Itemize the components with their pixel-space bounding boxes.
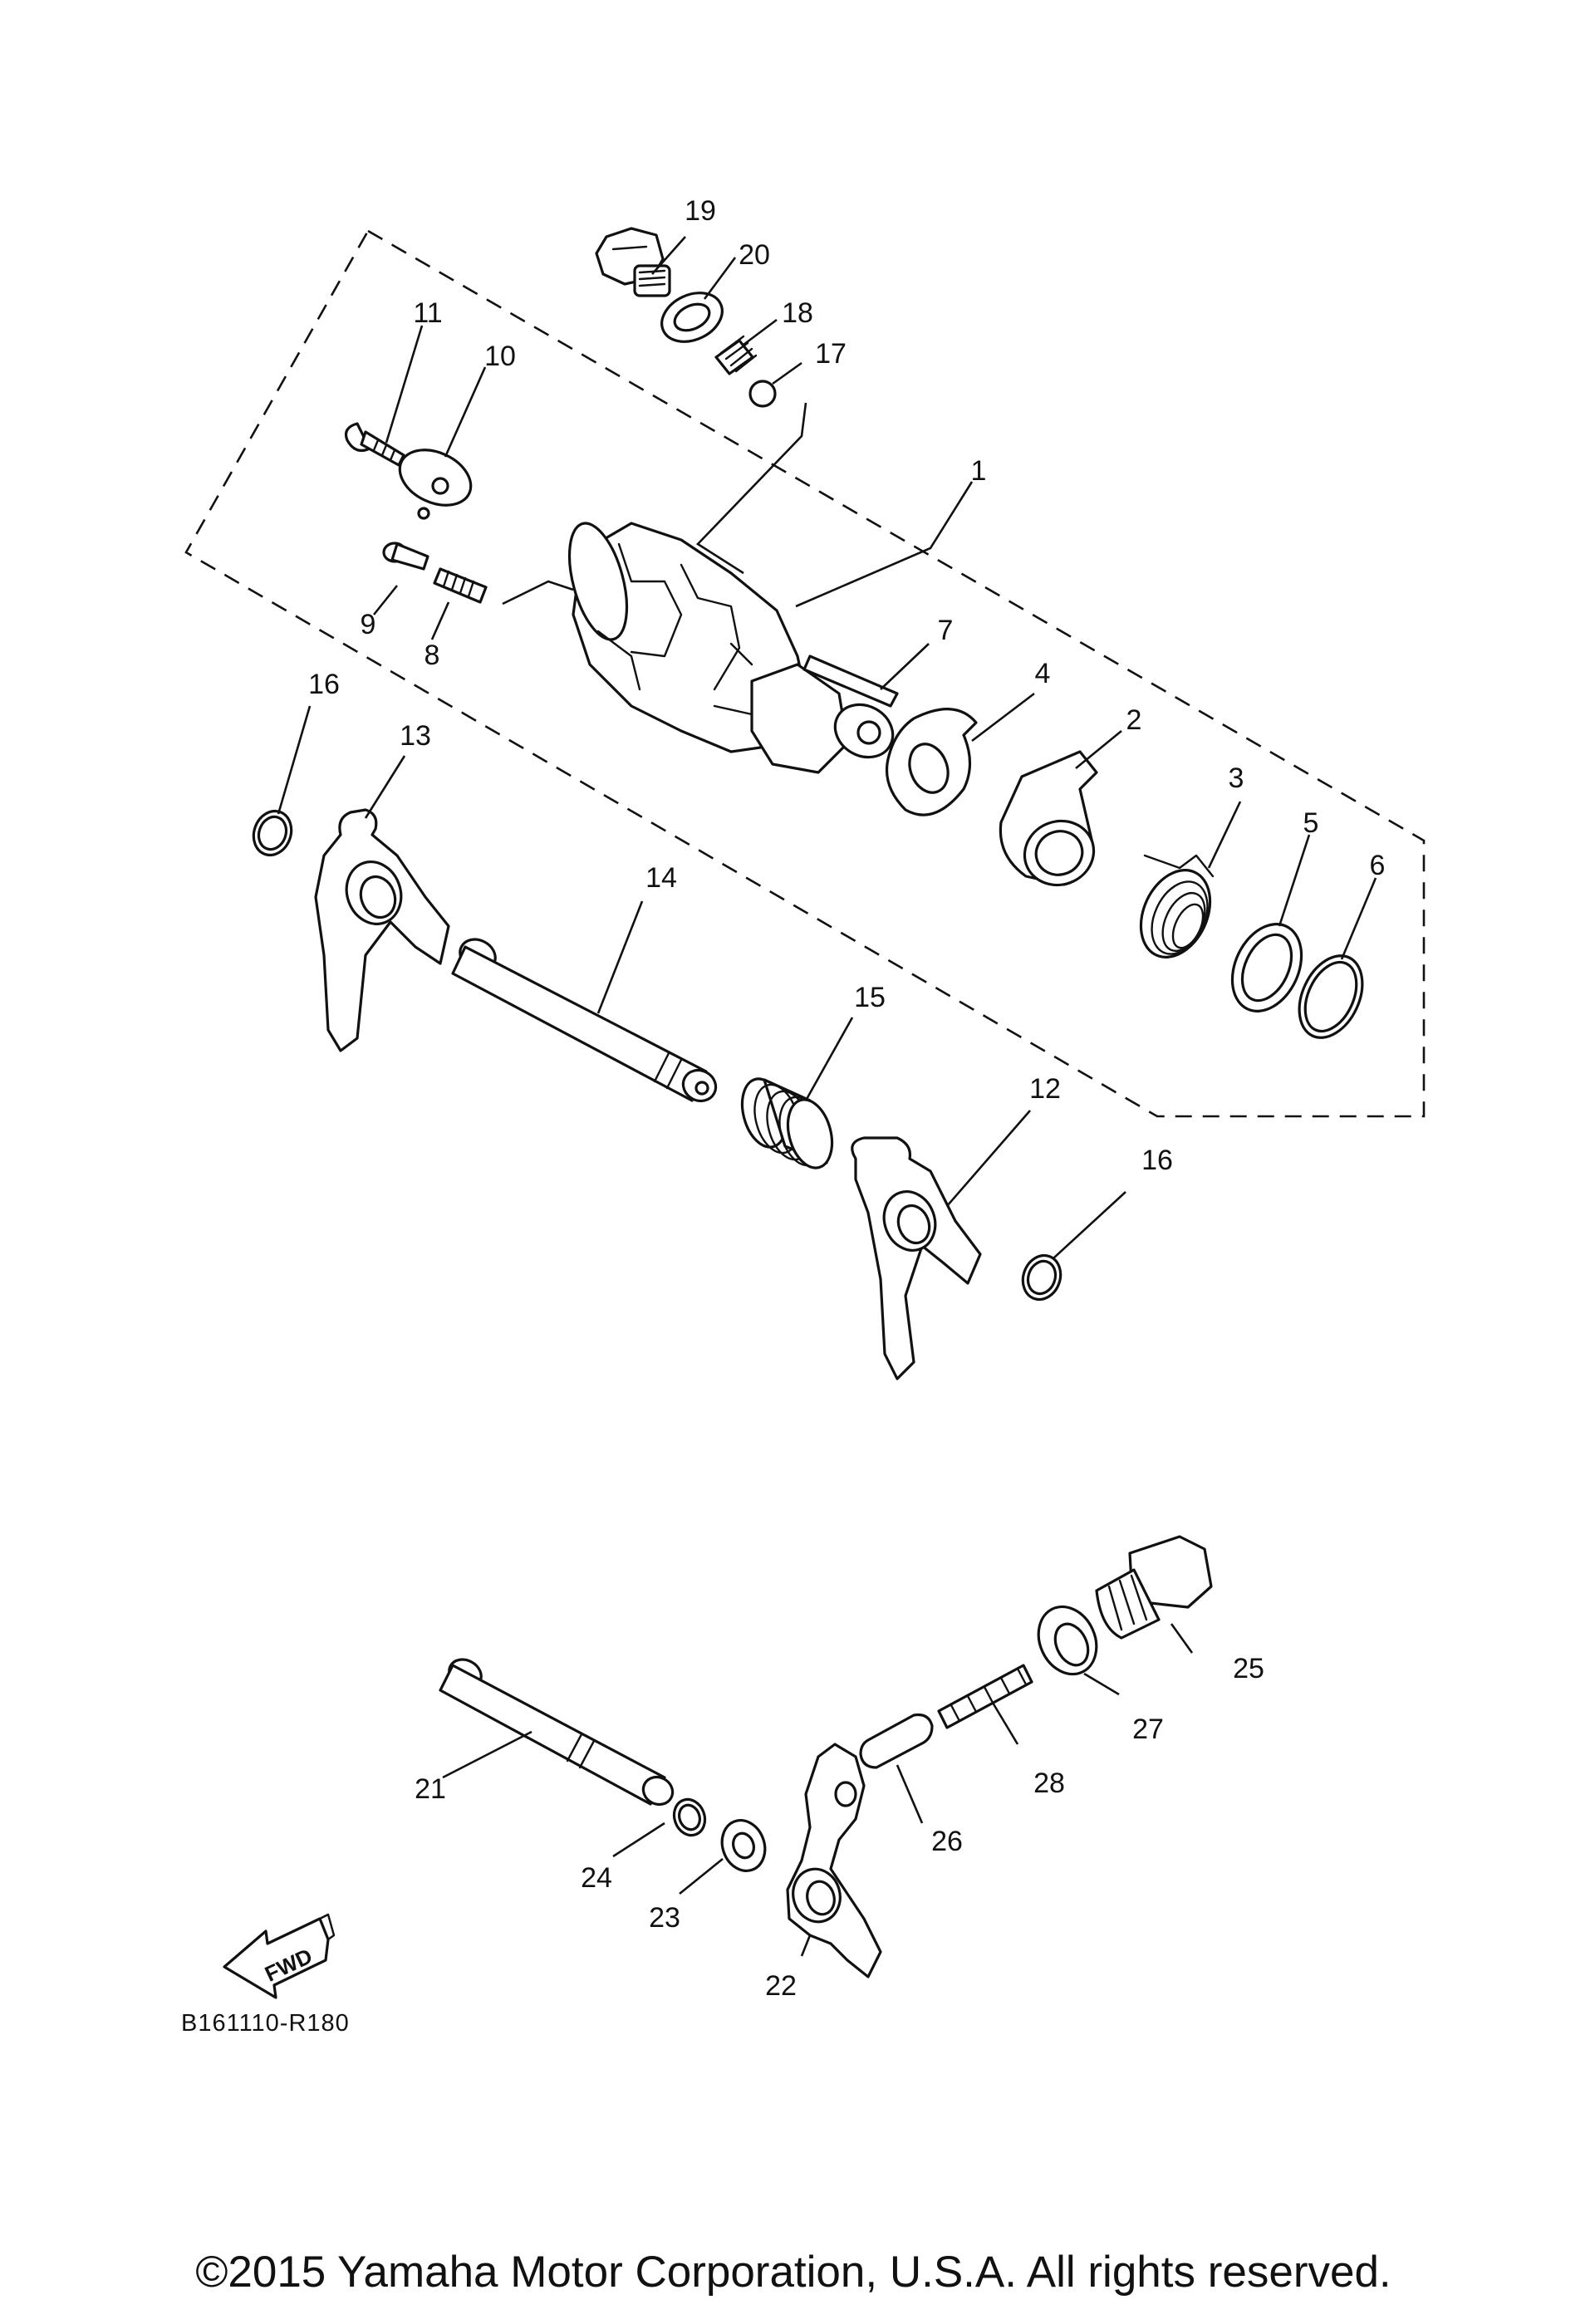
callout-22: 22 bbox=[765, 1970, 797, 2002]
callout-15: 15 bbox=[854, 982, 886, 1013]
part-28-spring[interactable] bbox=[937, 1664, 1033, 1729]
part-20-washer[interactable] bbox=[654, 283, 730, 351]
callout-26: 26 bbox=[931, 1826, 963, 1857]
part-7-pin[interactable] bbox=[802, 655, 899, 708]
callout-23: 23 bbox=[649, 1902, 680, 1934]
part-13-shift-fork[interactable] bbox=[314, 808, 450, 1052]
part-11-screw[interactable] bbox=[344, 422, 405, 467]
callout-20: 20 bbox=[739, 239, 770, 271]
part-4-plate[interactable] bbox=[885, 708, 978, 816]
callout-21: 21 bbox=[415, 1773, 446, 1805]
callout-17: 17 bbox=[815, 338, 847, 370]
part-12-shift-fork[interactable] bbox=[851, 1136, 982, 1380]
part-6-circlip[interactable] bbox=[1287, 946, 1375, 1048]
callout-6: 6 bbox=[1370, 850, 1386, 881]
leader-lines bbox=[277, 236, 1377, 1957]
callout-4: 4 bbox=[1035, 658, 1051, 689]
callout-16-right: 16 bbox=[1141, 1145, 1173, 1176]
part-19-bolt[interactable] bbox=[595, 227, 671, 297]
part-17-ball[interactable] bbox=[748, 380, 777, 408]
callout-8: 8 bbox=[425, 640, 440, 671]
part-8-spring[interactable] bbox=[433, 567, 488, 604]
callout-9: 9 bbox=[361, 609, 376, 640]
diagram-code: B161110-R180 bbox=[181, 2010, 350, 2037]
part-23-washer[interactable] bbox=[715, 1814, 772, 1876]
callout-16-left: 16 bbox=[308, 669, 340, 700]
part-10-plate[interactable] bbox=[391, 439, 480, 520]
part-14-shaft[interactable] bbox=[451, 934, 721, 1107]
part-16-circlip-right[interactable] bbox=[1017, 1250, 1067, 1305]
fwd-arrow-icon: FWD bbox=[223, 1913, 336, 1999]
part-1-shift-drum[interactable] bbox=[558, 517, 902, 774]
part-16-circlip-left[interactable] bbox=[248, 806, 297, 860]
callout-3: 3 bbox=[1229, 762, 1244, 794]
part-9-pin[interactable] bbox=[382, 542, 429, 571]
part-27-washer[interactable] bbox=[1028, 1597, 1107, 1684]
callout-5: 5 bbox=[1303, 807, 1319, 839]
part-3-spring[interactable] bbox=[1127, 854, 1223, 968]
part-22-lever[interactable] bbox=[786, 1743, 882, 1978]
callout-13: 13 bbox=[400, 720, 431, 752]
callout-10: 10 bbox=[484, 341, 516, 372]
callout-19: 19 bbox=[685, 195, 716, 227]
part-15-spring[interactable] bbox=[735, 1074, 839, 1173]
copyright-notice: ©2015 Yamaha Motor Corporation, U.S.A. A… bbox=[195, 2248, 1391, 2297]
callout-28: 28 bbox=[1033, 1768, 1065, 1799]
part-26-pin[interactable] bbox=[859, 1713, 934, 1769]
part-24-circlip[interactable] bbox=[670, 1795, 710, 1840]
part-18-spring[interactable] bbox=[714, 335, 758, 375]
callout-7: 7 bbox=[938, 615, 954, 646]
callout-numbers: 19 20 18 17 11 10 1 9 8 7 4 2 3 5 6 16 1… bbox=[308, 195, 1385, 2002]
part-2-segment[interactable] bbox=[999, 750, 1102, 895]
part-25-bolt[interactable] bbox=[1095, 1535, 1213, 1640]
part-5-washer[interactable] bbox=[1219, 913, 1314, 1022]
callout-14: 14 bbox=[645, 862, 677, 894]
callout-1: 1 bbox=[971, 455, 987, 487]
assembly-boundary bbox=[184, 229, 1426, 1118]
callout-27: 27 bbox=[1132, 1714, 1164, 1745]
part-21-shaft[interactable] bbox=[439, 1654, 677, 1809]
callout-11: 11 bbox=[413, 297, 442, 329]
callout-18: 18 bbox=[782, 297, 813, 329]
callout-24: 24 bbox=[581, 1862, 612, 1894]
callout-2: 2 bbox=[1126, 704, 1142, 736]
callout-25: 25 bbox=[1233, 1653, 1264, 1684]
callout-12: 12 bbox=[1029, 1073, 1061, 1105]
